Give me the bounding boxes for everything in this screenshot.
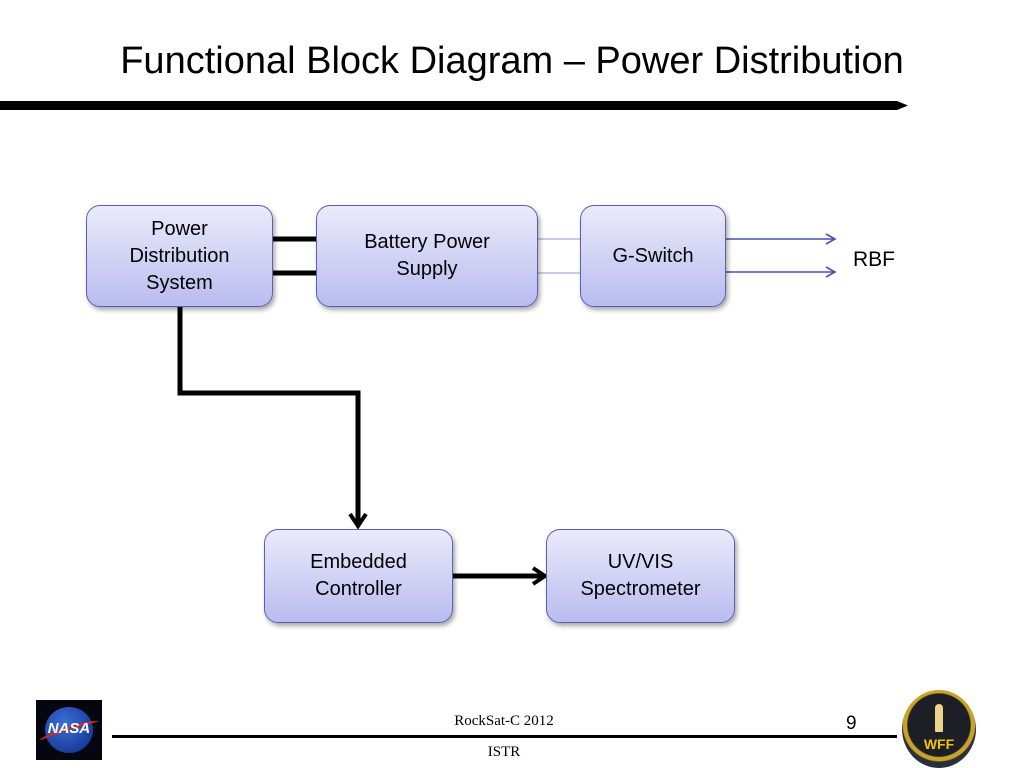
- nasa-logo-globe: [45, 707, 93, 753]
- wff-logo-text: WFF: [923, 736, 955, 752]
- slide-title: Functional Block Diagram – Power Distrib…: [120, 40, 904, 82]
- power-distribution-system-block: Power Distribution System: [86, 205, 273, 307]
- uv-vis-spectrometer-block: UV/VIS Spectrometer: [546, 529, 735, 623]
- footer-organization: ISTR: [487, 744, 521, 760]
- g-switch-block: G-Switch: [580, 205, 726, 307]
- rbf-label: RBF: [853, 248, 895, 271]
- pds-controller-arrow: [177, 307, 368, 530]
- footer-divider: [112, 735, 897, 738]
- nasa-logo-text: NASA: [47, 720, 91, 737]
- footer-title: RockSat-C 2012: [454, 713, 554, 729]
- wff-logo: WFF: [902, 690, 976, 768]
- battery-power-supply-block: Battery Power Supply: [316, 205, 538, 307]
- page-number: 9: [846, 713, 857, 734]
- wff-logo-rocket: [935, 704, 943, 732]
- nasa-logo: NASA: [36, 700, 102, 760]
- embedded-controller-block: Embedded Controller: [264, 529, 453, 623]
- title-underline: [0, 101, 908, 110]
